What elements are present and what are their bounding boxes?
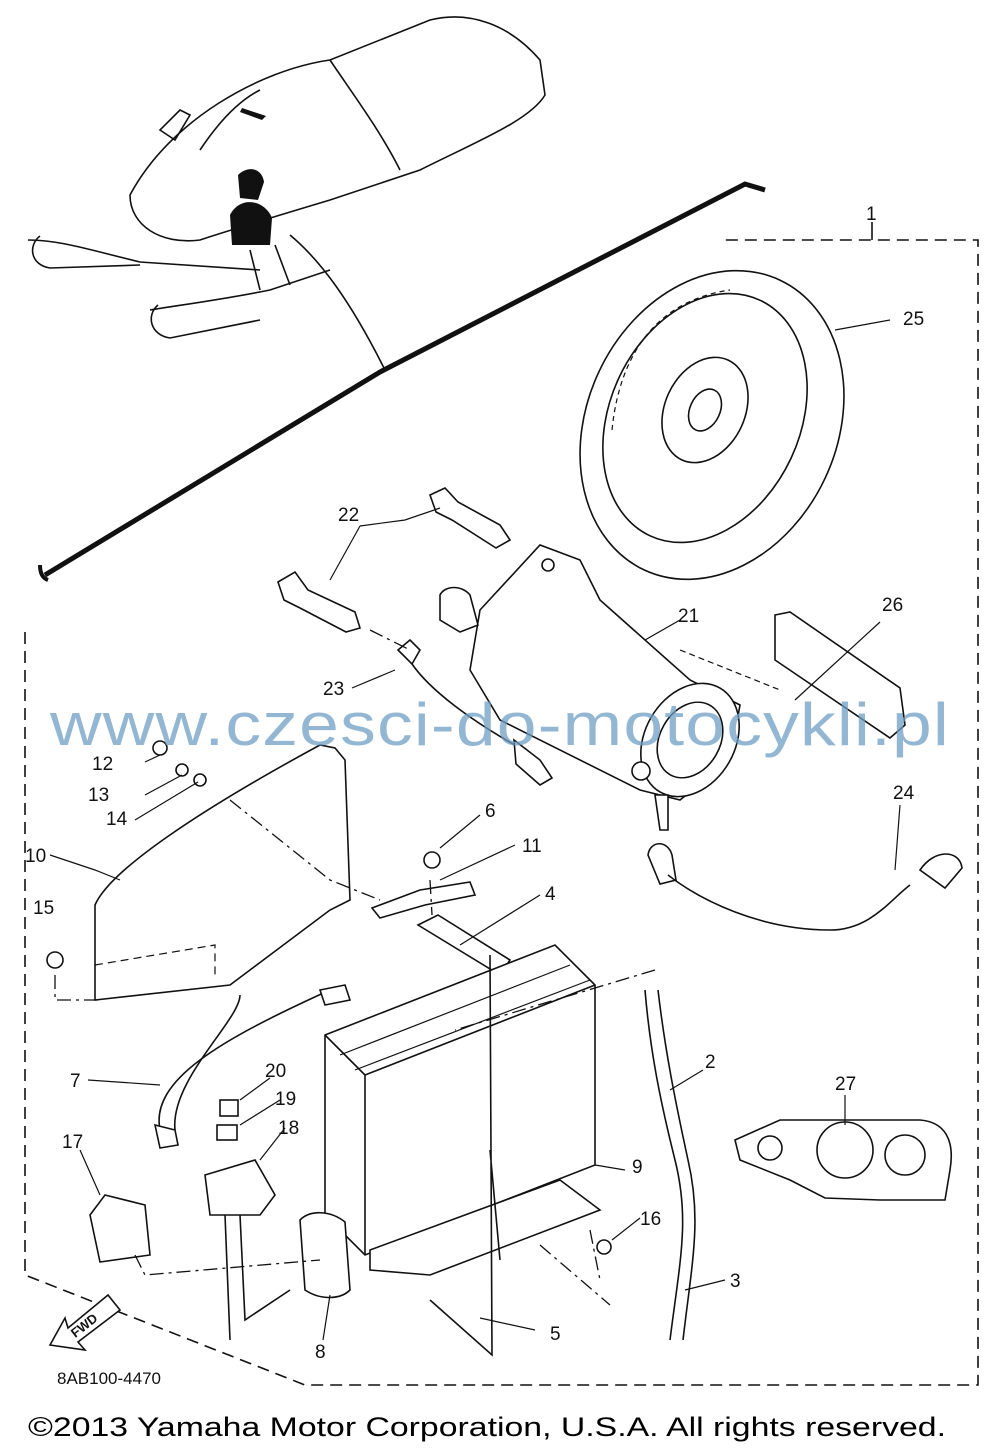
callout-26: 26 — [882, 595, 903, 616]
copyright-notice: ©2013 Yamaha Motor Corporation, U.S.A. A… — [28, 1412, 946, 1442]
callout-21: 21 — [678, 606, 699, 627]
battery-tray — [369, 1179, 602, 1276]
wire-harness — [153, 984, 352, 1149]
callout-10: 10 — [25, 846, 46, 867]
callout-12: 12 — [92, 754, 113, 775]
starter-bolts — [277, 487, 512, 633]
bolt-16 — [596, 1239, 612, 1255]
callout-22: 22 — [338, 505, 359, 526]
callout-1: 1 — [866, 204, 877, 225]
snowmobile-illustration — [27, 16, 766, 582]
meter-panel — [734, 1119, 952, 1201]
collar — [219, 1099, 239, 1117]
fwd-arrow-icon: FWD — [48, 1293, 122, 1352]
leader-lines — [49, 319, 901, 1341]
callout-23: 23 — [323, 679, 344, 700]
callout-13: 13 — [88, 785, 109, 806]
callout-25: 25 — [903, 309, 924, 330]
assembly-boundary — [24, 239, 979, 1386]
rubber-damper — [216, 1124, 238, 1141]
callout-14: 14 — [106, 809, 128, 830]
callout-4: 4 — [545, 884, 556, 905]
callout-19: 19 — [275, 1089, 296, 1110]
callout-24: 24 — [893, 783, 915, 804]
battery-box — [299, 1211, 351, 1299]
callout-16: 16 — [640, 1209, 661, 1230]
callout-9: 9 — [632, 1157, 643, 1178]
breather-hose — [644, 989, 696, 1341]
hardware-bolts-washers — [46, 740, 441, 969]
battery-strap — [429, 954, 501, 1357]
battery-band — [416, 914, 512, 977]
callout-15: 15 — [33, 898, 54, 919]
callout-6: 6 — [485, 801, 496, 822]
drawing-code: 8AB100-4470 — [57, 1369, 161, 1388]
callout-11: 11 — [522, 836, 542, 857]
watermark: www.czesci-do-motocykli.pl — [49, 691, 950, 758]
callout-20: 20 — [265, 1061, 286, 1082]
starter-cable-short — [396, 638, 554, 786]
callout-17: 17 — [62, 1132, 83, 1153]
callout-5: 5 — [550, 1324, 561, 1345]
callout-8: 8 — [315, 1342, 326, 1363]
callout-27: 27 — [835, 1074, 856, 1095]
callout-18: 18 — [278, 1118, 299, 1139]
callout-2: 2 — [705, 1052, 716, 1073]
starter-relay — [204, 1159, 291, 1341]
flywheel-ring-gear — [579, 269, 845, 581]
starter-pad — [774, 611, 906, 740]
callout-7: 7 — [70, 1071, 81, 1092]
starter-motor — [439, 544, 741, 831]
battery-cable — [647, 842, 963, 931]
battery-cover — [94, 744, 351, 1001]
callout-3: 3 — [730, 1271, 741, 1292]
relay — [89, 1194, 151, 1263]
battery-holder-bracket — [370, 881, 477, 919]
